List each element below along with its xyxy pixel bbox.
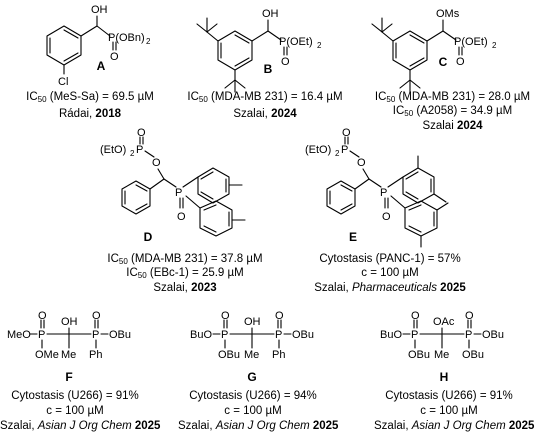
ph-label: Ph <box>272 349 285 361</box>
citation-c: Szalai 2024 <box>422 120 483 132</box>
oxo-label: O <box>382 211 391 223</box>
caption-d-line-2: IC50 (EBc-1) = 25.9 µM <box>126 267 244 280</box>
svg-text:O: O <box>38 310 47 322</box>
caption-c-line-2: IC50 (A2058) = 34.9 µM <box>392 105 513 118</box>
p-group-label: P(OBn) <box>108 32 145 44</box>
ph-label: Ph <box>89 349 102 361</box>
svg-text:O: O <box>275 310 284 322</box>
compound-label-d: D <box>143 230 153 244</box>
svg-text:O: O <box>92 310 101 322</box>
compound-label-e: E <box>348 230 357 244</box>
p2-label: P <box>380 187 387 199</box>
svg-text:O: O <box>221 310 230 322</box>
p1-label: P <box>341 144 348 156</box>
structure-b: OH P(OEt) 2 O <box>196 8 322 93</box>
oxo-label: O <box>456 56 465 68</box>
svg-text:2: 2 <box>335 149 340 158</box>
obu-label: OBu <box>408 349 430 361</box>
me-label: Me <box>61 349 76 361</box>
ester-o-label: O <box>357 157 366 169</box>
structure-g: BuO P O OBu OH Me P O OBu Ph <box>190 310 314 361</box>
caption-g-line-2: c = 100 µM <box>224 405 282 417</box>
me-label: Me <box>434 349 449 361</box>
compound-label-f: F <box>65 370 73 384</box>
oms-label: OMs <box>436 8 460 20</box>
citation-h: Szalai, Asian J Org Chem 2025 <box>374 420 535 432</box>
caption-h-line-1: Cytostasis (U266) = 91% <box>385 390 513 402</box>
structure-d: (EtO) 2 P O O P O <box>100 127 246 237</box>
compound-label-c: C <box>438 55 448 69</box>
caption-g-line-1: Cytostasis (U266) = 94% <box>189 390 317 402</box>
structure-h: BuO P O OBu OAc Me P O OBu OBu <box>380 310 504 361</box>
svg-text:2: 2 <box>130 149 135 158</box>
citation-f: Szalai, Asian J Org Chem 2025 <box>0 420 161 432</box>
p-group-label: P(OEt) <box>279 36 313 48</box>
ome-label: OMe <box>35 349 59 361</box>
structure-e: (EtO) 2 P O O P O <box>305 127 449 248</box>
compound-label-h: H <box>439 370 449 384</box>
svg-text:O: O <box>465 310 474 322</box>
buo-label: BuO <box>190 329 212 341</box>
structure-c: OMs P(OEt) 2 O <box>371 8 497 93</box>
p-label: P <box>221 329 228 341</box>
oh-label: OH <box>244 316 261 328</box>
compound-label-a: A <box>96 59 106 73</box>
svg-text:O: O <box>411 310 420 322</box>
caption-a-line-1: IC50 (MeS-Sa) = 69.5 µM <box>26 91 154 104</box>
oxo-label: O <box>110 51 119 63</box>
caption-b-line-1: IC50 (MDA-MB 231) = 16.4 µM <box>187 91 343 104</box>
p2-label: P <box>175 187 182 199</box>
caption-h-line-2: c = 100 µM <box>420 405 478 417</box>
p-label: P <box>411 329 418 341</box>
caption-c-line-1: IC50 (MDA-MB 231) = 28.0 µM <box>374 91 531 104</box>
oxo-label: O <box>342 127 351 139</box>
svg-text:2: 2 <box>317 41 322 50</box>
citation-d: Szalai, 2023 <box>153 282 217 294</box>
meo-label: MeO <box>7 329 31 341</box>
obu-label: OBu <box>218 349 240 361</box>
eto-label: (EtO) <box>100 144 126 156</box>
svg-text:2: 2 <box>146 37 151 46</box>
caption-e-line-2: c = 100 µM <box>361 267 419 279</box>
citation-a: Rádai, 2018 <box>58 108 122 120</box>
p-label: P <box>465 329 472 341</box>
p-label: P <box>92 329 99 341</box>
obu-label: OBu <box>292 329 314 341</box>
me-label: Me <box>244 349 259 361</box>
compound-label-g: G <box>247 370 257 384</box>
oxo-label: O <box>281 56 290 68</box>
citation-e: Szalai, Pharmaceuticals 2025 <box>314 282 466 294</box>
oh-label: OH <box>61 316 78 328</box>
oac-label: OAc <box>433 316 455 328</box>
cl-label: Cl <box>58 76 68 88</box>
obu-label: OBu <box>109 329 131 341</box>
caption-e-line-1: Cytostasis (PANC-1) = 57% <box>319 253 461 265</box>
obu-label: OBu <box>462 349 484 361</box>
caption-f-line-1: Cytostasis (U266) = 91% <box>11 390 139 402</box>
ester-o-label: O <box>152 157 161 169</box>
citation-g: Szalai, Asian J Org Chem 2025 <box>178 420 339 432</box>
oh-label: OH <box>262 8 279 20</box>
compound-label-b: B <box>263 62 273 76</box>
structure-a: OH P(OBn) 2 O Cl <box>46 4 151 88</box>
p-label: P <box>38 329 45 341</box>
caption-d-line-1: IC50 (MDA-MB 231) = 37.8 µM <box>107 253 263 266</box>
oxo-label: O <box>177 211 186 223</box>
svg-text:2: 2 <box>492 41 497 50</box>
citation-b: Szalai, 2024 <box>233 108 297 120</box>
p-group-label: P(OEt) <box>454 36 488 48</box>
obu-label: OBu <box>482 329 504 341</box>
structure-f: MeO P O OMe OH Me P O OBu Ph <box>7 310 131 361</box>
oxo-label: O <box>137 127 146 139</box>
eto-label: (EtO) <box>305 144 331 156</box>
buo-label: BuO <box>380 329 402 341</box>
p-label: P <box>275 329 282 341</box>
oh-label: OH <box>91 4 108 16</box>
p1-label: P <box>136 144 143 156</box>
caption-f-line-2: c = 100 µM <box>46 405 104 417</box>
